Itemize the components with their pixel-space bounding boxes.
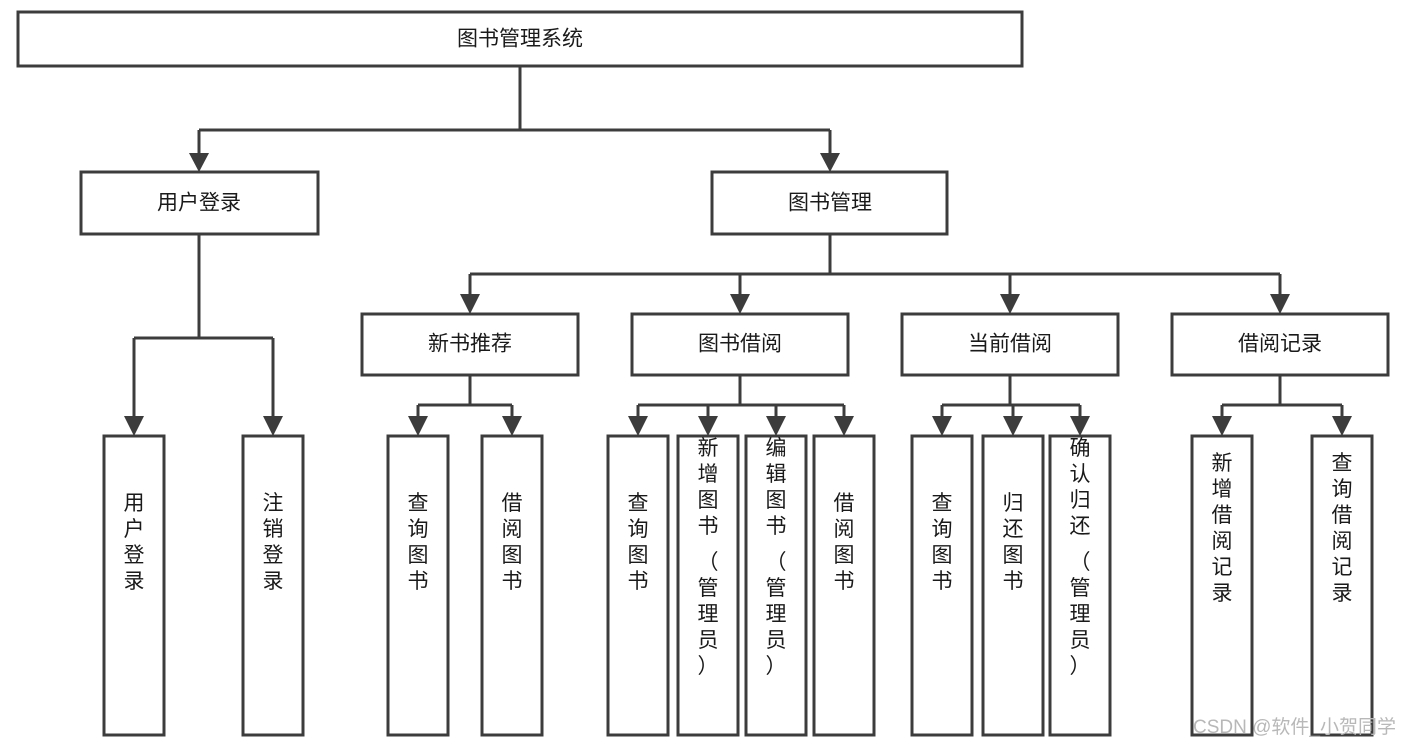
node-borrow-records-label: 借阅记录 (1238, 333, 1322, 356)
node-leaf-query-book-3[interactable]: 查询图书 (910, 434, 974, 737)
node-book-management[interactable]: 图书管理 (710, 170, 949, 236)
node-leaf-borrow-book-2-label: 借阅图书 (834, 492, 855, 593)
connector-layer (124, 66, 1352, 436)
node-leaf-add-book-label: 新增图书（管理员） (698, 437, 719, 678)
node-leaf-query-borrow-record-label: 查询借阅记录 (1332, 452, 1353, 605)
arrow-head-leaf-confirm-return (1070, 416, 1090, 436)
node-leaf-query-book-1-box[interactable] (386, 434, 450, 737)
arrow-head-leaf-return-book (1003, 416, 1023, 436)
node-leaf-return-book[interactable]: 归还图书 (981, 434, 1045, 737)
node-new-book-recommend-box[interactable] (360, 312, 580, 377)
node-leaf-query-book-2-label: 查询图书 (628, 492, 649, 593)
node-leaf-query-book-3-box[interactable] (910, 434, 974, 737)
node-leaf-edit-book-box[interactable] (744, 434, 808, 737)
arrow-head-new-book-recommend (460, 294, 480, 314)
node-leaf-edit-book-label: 编辑图书（管理员） (766, 437, 787, 678)
node-book-management-box[interactable] (710, 170, 949, 236)
node-leaf-confirm-return-label: 确认归还（管理员） (1070, 437, 1091, 678)
node-leaf-add-book-box[interactable] (676, 434, 740, 737)
arrow-head-leaf-query-book-1 (408, 416, 428, 436)
node-leaf-edit-book[interactable]: 编辑图书（管理员） (744, 434, 808, 737)
node-leaf-borrow-book-2[interactable]: 借阅图书 (812, 434, 876, 737)
node-leaf-query-book-1-label: 查询图书 (408, 492, 429, 593)
node-root[interactable]: 图书管理系统 (16, 10, 1024, 68)
arrow-head-leaf-edit-book (766, 416, 786, 436)
node-user-login[interactable]: 用户登录 (79, 170, 320, 236)
arrow-head-leaf-query-borrow-record (1332, 416, 1352, 436)
node-book-management-label: 图书管理 (788, 192, 872, 215)
arrow-head-current-borrow (1000, 294, 1020, 314)
arrow-head-leaf-query-book-3 (932, 416, 952, 436)
arrow-head-leaf-borrow-book-2 (834, 416, 854, 436)
node-leaf-query-book-3-label: 查询图书 (932, 492, 953, 593)
node-leaf-logout-label: 注销登录 (263, 492, 284, 593)
arrow-head-borrow-records (1270, 294, 1290, 314)
node-leaf-query-borrow-record[interactable]: 查询借阅记录 (1310, 434, 1374, 737)
node-leaf-borrow-book-2-box[interactable] (812, 434, 876, 737)
node-new-book-recommend[interactable]: 新书推荐 (360, 312, 580, 377)
node-leaf-query-book-2[interactable]: 查询图书 (606, 434, 670, 737)
node-current-borrow-box[interactable] (900, 312, 1120, 377)
node-leaf-confirm-return[interactable]: 确认归还（管理员） (1048, 434, 1112, 737)
node-user-login-box[interactable] (79, 170, 320, 236)
node-leaf-user-login-label: 用户登录 (124, 492, 145, 593)
node-user-login-label: 用户登录 (157, 192, 241, 215)
arrow-head-leaf-user-login (124, 416, 144, 436)
arrow-head-leaf-logout (263, 416, 283, 436)
node-leaf-borrow-book-1-label: 借阅图书 (502, 492, 523, 593)
arrow-head-book-management (820, 153, 840, 172)
node-book-borrow-label: 图书借阅 (698, 333, 782, 356)
node-leaf-query-book-1[interactable]: 查询图书 (386, 434, 450, 737)
node-leaf-logout[interactable]: 注销登录 (241, 434, 305, 737)
node-borrow-records[interactable]: 借阅记录 (1170, 312, 1390, 377)
node-current-borrow-label: 当前借阅 (968, 333, 1052, 356)
node-leaf-confirm-return-box[interactable] (1048, 434, 1112, 737)
node-leaf-borrow-book-1-box[interactable] (480, 434, 544, 737)
node-leaf-logout-box[interactable] (241, 434, 305, 737)
node-root-box[interactable] (16, 10, 1024, 68)
arrow-head-book-borrow (730, 294, 750, 314)
node-leaf-add-borrow-record-box[interactable] (1190, 434, 1254, 737)
node-leaf-return-book-box[interactable] (981, 434, 1045, 737)
node-layer: 图书管理系统 用户登录 图书管理 新书推荐 图书借阅 当前 (16, 10, 1390, 737)
node-current-borrow[interactable]: 当前借阅 (900, 312, 1120, 377)
node-leaf-query-borrow-record-box[interactable] (1310, 434, 1374, 737)
watermark: CSDN @软件_小贺同学 (1193, 716, 1396, 738)
node-root-label: 图书管理系统 (457, 28, 583, 51)
node-book-borrow-box[interactable] (630, 312, 850, 377)
node-leaf-add-borrow-record-label: 新增借阅记录 (1212, 452, 1233, 605)
node-leaf-query-book-2-box[interactable] (606, 434, 670, 737)
arrow-head-leaf-query-book-2 (628, 416, 648, 436)
node-leaf-add-borrow-record[interactable]: 新增借阅记录 (1190, 434, 1254, 737)
arrow-head-user-login (189, 153, 209, 172)
node-leaf-user-login[interactable]: 用户登录 (102, 434, 166, 737)
node-new-book-recommend-label: 新书推荐 (428, 333, 512, 356)
arrow-head-leaf-add-borrow-record (1212, 416, 1232, 436)
node-leaf-add-book[interactable]: 新增图书（管理员） (676, 434, 740, 737)
node-borrow-records-box[interactable] (1170, 312, 1390, 377)
arrow-head-leaf-borrow-book-1 (502, 416, 522, 436)
arrow-head-leaf-add-book (698, 416, 718, 436)
node-leaf-return-book-label: 归还图书 (1003, 492, 1024, 593)
node-leaf-user-login-box[interactable] (102, 434, 166, 737)
node-leaf-borrow-book-1[interactable]: 借阅图书 (480, 434, 544, 737)
node-book-borrow[interactable]: 图书借阅 (630, 312, 850, 377)
